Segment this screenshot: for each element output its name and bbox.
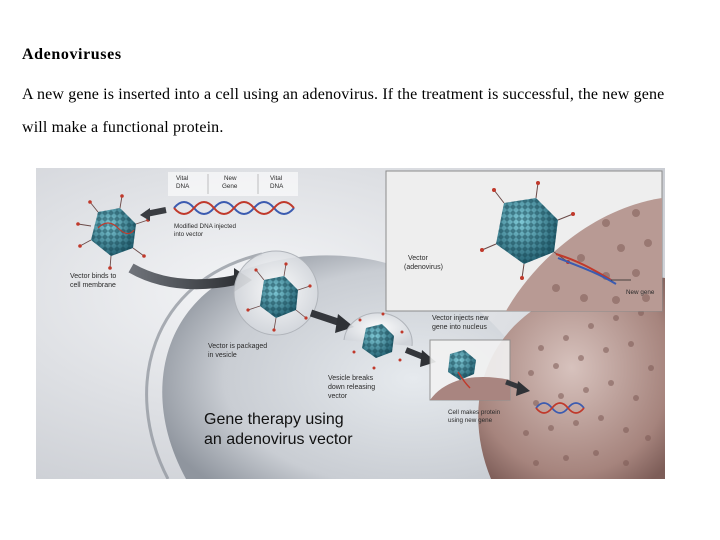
label-vesicle-breaks-2: down releasing xyxy=(328,384,375,391)
dna-legend-box xyxy=(168,172,298,196)
injection-nucleus-edge xyxy=(430,377,510,400)
inset-nucleus-surface xyxy=(506,198,662,311)
nuclear-pores xyxy=(523,310,654,466)
body-paragraph: A new gene is inserted into a cell using… xyxy=(22,86,665,136)
label-new-gene-b: Gene xyxy=(222,183,238,190)
label-vector-adenovirus-2: (adenovirus) xyxy=(404,264,443,271)
label-cell-makes-protein-1: Cell makes protein xyxy=(448,409,501,416)
label-vector-injects-2: gene into nucleus xyxy=(432,324,487,331)
dna-helix xyxy=(173,201,295,215)
label-modified-dna-2: into vector xyxy=(174,231,203,238)
label-vector-binds-1: Vector binds to xyxy=(70,273,116,280)
label-vector-injects-1: Vector injects new xyxy=(432,315,489,322)
protein-dna-strand xyxy=(535,402,585,414)
label-vital-dna-2b: DNA xyxy=(270,183,284,190)
gene-therapy-diagram: Vector (adenovirus) New gene Vital DNA N… xyxy=(36,168,665,479)
cell-nucleus xyxy=(478,276,665,479)
label-vector-packaged-1: Vector is packaged xyxy=(208,343,267,350)
label-cell-makes-protein-2: using new gene xyxy=(448,417,493,424)
label-new-gene: New gene xyxy=(626,289,655,296)
inset-adenovirus xyxy=(480,181,575,280)
label-vital-dna-1a: Vital xyxy=(176,175,188,182)
inset-dna-strand-blue xyxy=(557,257,617,285)
label-vital-dna-2a: Vital xyxy=(270,175,282,182)
figure-title-line-2: an adenovirus vector xyxy=(204,431,353,448)
adenovirus-vector-4 xyxy=(448,350,476,389)
label-vector-binds-2: cell membrane xyxy=(70,282,116,289)
inset-dna-strand-red xyxy=(555,253,612,281)
gene-therapy-illustration: Vector (adenovirus) New gene Vital DNA N… xyxy=(36,168,665,479)
cell-membrane xyxy=(145,252,263,479)
label-vesicle-breaks-3: vector xyxy=(328,393,348,400)
section-heading: Adenoviruses xyxy=(22,46,122,63)
adenovirus-vector-3 xyxy=(352,312,404,370)
adenovirus-vector-2 xyxy=(246,262,312,332)
label-vesicle-breaks-1: Vesicle breaks xyxy=(328,375,374,382)
label-vital-dna-1b: DNA xyxy=(176,183,190,190)
label-vector-packaged-2: in vesicle xyxy=(208,352,237,359)
label-vector-adenovirus-1: Vector xyxy=(408,255,429,262)
arrow-vesicle-to-release xyxy=(309,309,343,327)
label-modified-dna-1: Modified DNA injected xyxy=(174,223,236,230)
arrow-bind-to-vesicle xyxy=(128,263,237,290)
label-new-gene-a: New xyxy=(224,175,237,182)
figure-title-line-1: Gene therapy using xyxy=(204,411,344,428)
